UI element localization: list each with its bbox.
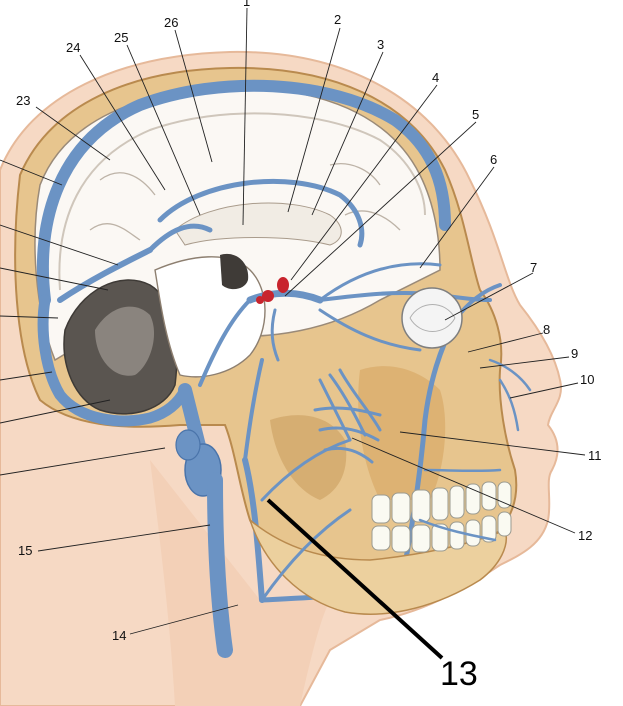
brain-fold-2 [89,223,141,241]
submental-vein [260,508,352,602]
sphenoparietal-sinus [318,262,442,302]
inferior-ophthalmic-vein [318,308,422,352]
label-12: 12 [578,528,592,543]
eyeball [401,287,463,349]
pterygoid-plexus [260,368,382,502]
leader-26 [174,29,213,163]
leader-1 [242,7,248,226]
great-cerebral-vein [147,223,213,253]
leader-left-a [0,159,63,186]
inferior-sagittal-sinus [157,178,365,248]
carotid-artery-2 [262,290,274,302]
posterior-fossa-highlight [95,306,155,376]
leader-6 [419,166,495,269]
label-24: 24 [66,40,80,55]
brain-fold-1 [99,172,156,196]
leader-23 [35,106,111,161]
label-9: 9 [571,346,578,361]
leader-7 [444,272,534,321]
jugular-bulb-2 [175,429,201,461]
leader-4 [290,84,438,281]
leader-24 [79,54,166,191]
emissary-vein [270,308,280,362]
leader-15 [37,524,211,552]
label-4: 4 [432,70,439,85]
leader-14 [129,604,239,635]
leader-left-g [0,447,166,476]
eyeball-detail [409,304,456,332]
label-2: 2 [334,12,341,27]
label-1: 1 [243,0,250,9]
leader-left-f [0,399,111,424]
superficial-temporal-vein [243,358,264,462]
label-25: 25 [114,30,128,45]
label-6: 6 [490,152,497,167]
neck [150,460,330,706]
mandible [248,517,507,615]
leader-13 [266,498,444,660]
leader-11 [399,431,586,456]
leader-2 [287,27,341,213]
straight-sinus [57,247,153,303]
carotid-artery-3 [256,296,264,304]
label-8: 8 [543,322,550,337]
lower-teeth [371,511,512,553]
leader-10 [509,382,579,399]
label-10: 10 [580,372,594,387]
label-13: 13 [440,655,478,693]
label-23: 23 [16,93,30,108]
face-shadow [358,366,446,500]
carotid-artery-1 [277,277,289,293]
leader-9 [479,356,570,369]
label-3: 3 [377,37,384,52]
nasal-veins [488,358,532,432]
leader-3 [311,51,384,216]
leader-8 [467,332,544,353]
falx-cerebri [58,112,426,291]
label-11: 11 [588,448,602,463]
internal-jugular-vein [207,472,233,658]
label-7: 7 [530,260,537,275]
leader-left-e [0,371,53,381]
brain-fold-4 [344,210,401,231]
corpus-callosum [174,202,342,246]
label-14: 14 [112,628,126,643]
midbrain-dark [220,253,249,290]
maxilla-shadow [270,415,347,500]
superior-sagittal-sinus [36,79,451,306]
petrosal-sinus [198,298,252,387]
leader-5 [284,121,477,297]
label-26: 26 [164,15,178,30]
leader-left-c [0,267,109,291]
leader-12 [351,437,576,534]
leader-25 [126,44,201,216]
leader-left-d [0,315,59,319]
labial-veins [418,468,502,542]
leader-left-b [0,224,119,266]
transverse-sinus [37,294,191,427]
label-5: 5 [472,107,479,122]
brain-fold-3 [329,163,381,186]
label-15: 15 [18,543,32,558]
